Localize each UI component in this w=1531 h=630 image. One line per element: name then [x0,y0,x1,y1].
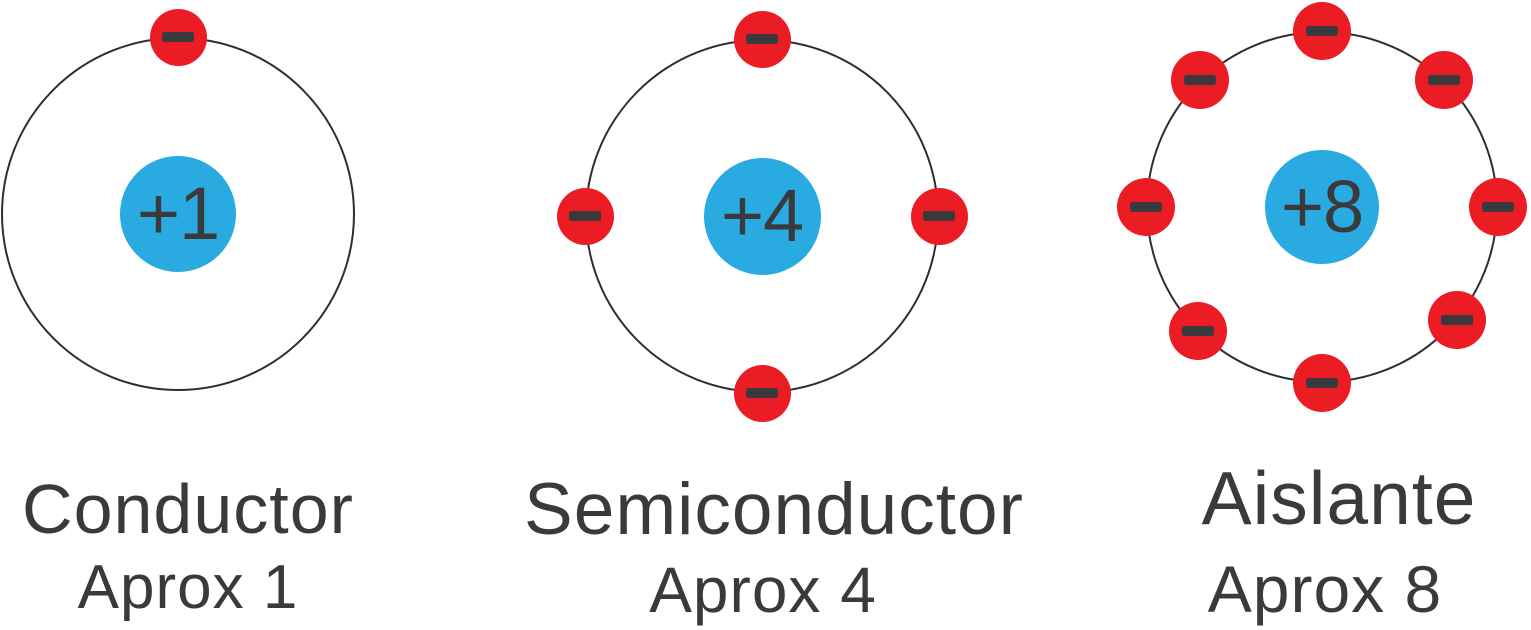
nucleus: +8 [1265,150,1379,264]
nucleus-charge-label: +4 [720,174,804,257]
atom-title-conductor: Conductor [22,470,354,548]
nucleus: +4 [703,157,821,275]
electron [1170,51,1229,110]
atom-subtitle-conductor: Aprox 1 [77,553,299,622]
minus-icon [162,32,194,42]
electron [1168,302,1227,361]
electron [1469,178,1527,236]
minus-icon [569,211,601,221]
minus-icon [1306,378,1338,388]
minus-icon [746,388,778,398]
electron [1427,291,1486,350]
electron [1293,2,1351,60]
electron [733,10,791,68]
electron [149,8,207,66]
atom-subtitle-aislante: Aprox 8 [1207,552,1443,626]
nucleus-charge-label: +8 [1280,165,1364,248]
minus-icon [1183,75,1216,86]
electron [910,187,968,245]
electron [1415,51,1474,110]
atom-title-aislante: Aislante [1201,456,1477,540]
nucleus: +1 [120,156,236,272]
minus-icon [746,34,778,44]
electron [1293,354,1351,412]
minus-icon [1306,26,1338,36]
nucleus-charge-label: +1 [136,172,220,255]
minus-icon [1181,326,1214,337]
minus-icon [1428,75,1461,86]
electron [1117,178,1175,236]
electron [556,187,614,245]
atom-title-semiconductor: Semiconductor [524,469,1024,550]
minus-icon [1130,202,1162,212]
atom-subtitle-semiconductor: Aprox 4 [649,554,877,626]
minus-icon [923,211,955,221]
electron [733,364,791,422]
minus-icon [1440,315,1473,326]
minus-icon [1482,202,1514,212]
